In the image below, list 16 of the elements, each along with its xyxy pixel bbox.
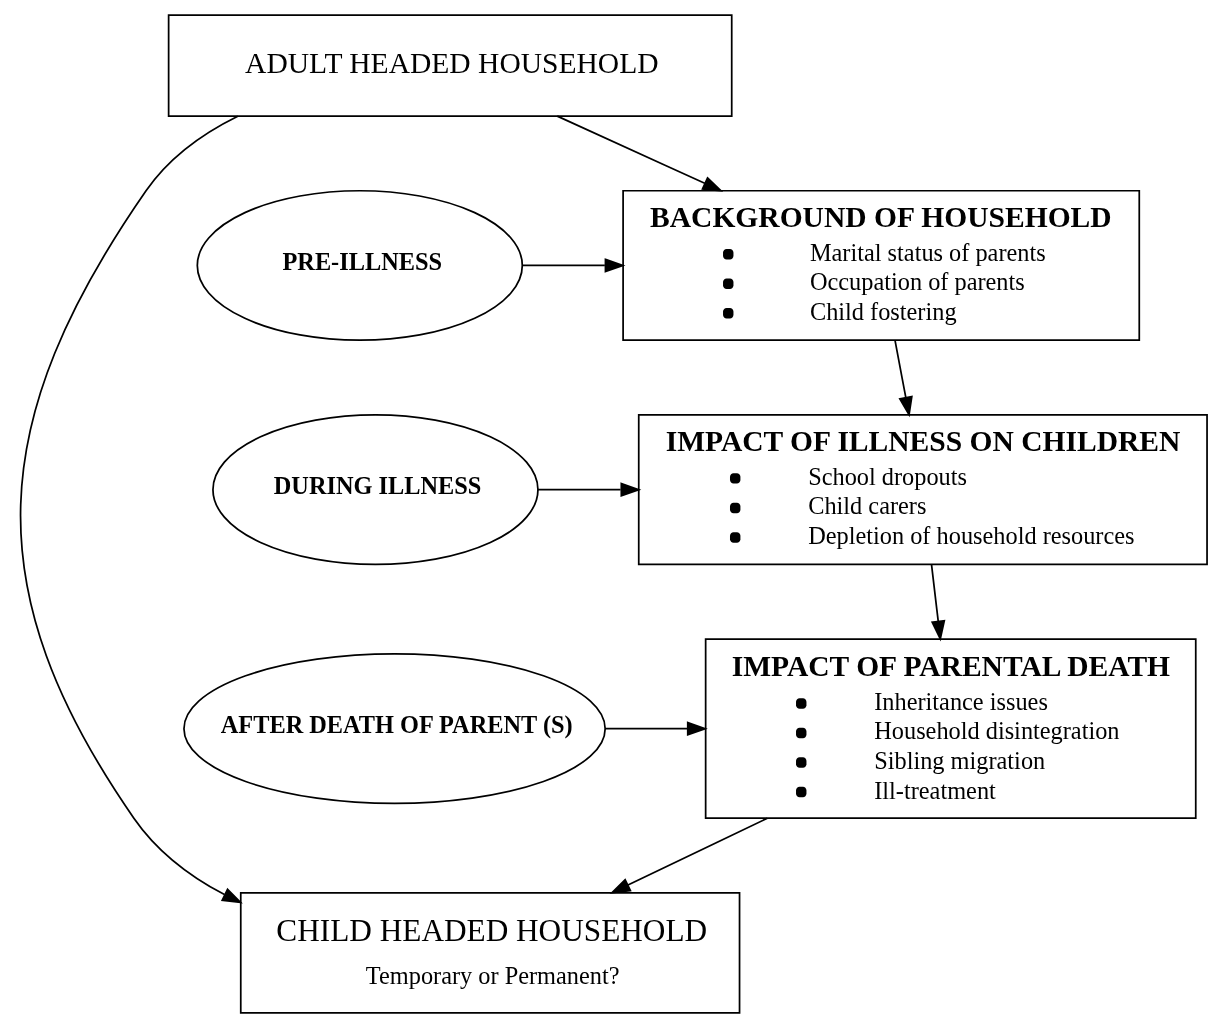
node-box: IMPACT OF ILLNESS ON CHILDREN School dropouts Child carers Depletion of household resources	[637, 414, 1208, 566]
arrow	[609, 817, 768, 894]
node-ellipse: DURING ILLNESS	[211, 414, 539, 566]
arrow	[603, 721, 708, 736]
node-box: IMPACT OF PARENTAL DEATH Inheritance issues Household disintegration Sibling migration Ill-treatment	[704, 638, 1197, 819]
arrow	[555, 115, 723, 192]
arrow	[521, 258, 625, 273]
node-box: ADULT HEADED HOUSEHOLD	[167, 14, 733, 117]
arrow	[893, 339, 913, 418]
node-box: CHILD HEADED HOUSEHOLD Temporary or Permanent?	[239, 892, 740, 1014]
arrow	[930, 563, 945, 642]
arrow	[536, 482, 641, 497]
arrow	[19, 115, 243, 904]
node-ellipse: PRE-ILLNESS	[195, 189, 523, 342]
node-ellipse: AFTER DEATH OF PARENT (S)	[182, 653, 606, 805]
node-box: BACKGROUND OF HOUSEHOLD Marital status of parents Occupation of parents Child fostering	[621, 189, 1140, 342]
